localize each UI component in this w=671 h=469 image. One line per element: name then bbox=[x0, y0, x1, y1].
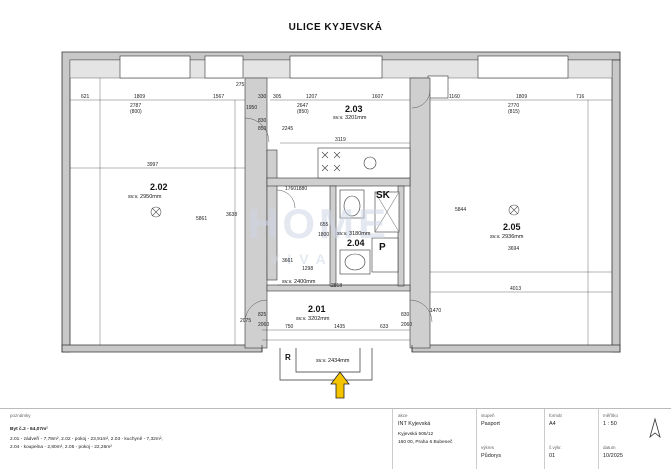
dim: 2787 (800) bbox=[130, 103, 142, 115]
dimension-lines bbox=[70, 78, 612, 345]
room-2-04-area: sv.v. 3180mm bbox=[337, 231, 371, 237]
stupen-label: stupeň bbox=[481, 413, 495, 418]
datum-value: 10/2025 bbox=[603, 453, 623, 459]
dim: 1435 bbox=[334, 324, 346, 330]
vykres-value: Půdorys bbox=[481, 453, 502, 459]
address-line-2: 160 00, Praha 6 Bubeneč bbox=[398, 440, 453, 445]
label-sv-2434: sv.v. 2434mm bbox=[316, 358, 350, 364]
dim: 3694 bbox=[508, 246, 520, 252]
entrance bbox=[261, 345, 413, 381]
dim: 825 bbox=[258, 312, 267, 318]
address-line-1: Kyjevská 505/12 bbox=[398, 432, 434, 437]
label-sk: SK bbox=[376, 190, 390, 201]
notes-label: poznámky bbox=[10, 413, 31, 418]
flat-title: Byt č.2 - 64,07m² bbox=[10, 427, 48, 432]
room-2-03-id: 2.03 bbox=[345, 104, 363, 114]
street-name: ULICE KYJEVSKÁ bbox=[288, 22, 383, 33]
room-2-01-id: 2.01 bbox=[308, 304, 326, 314]
rooms-line-2: 2.04 - koupelna - 2,80m², 2.05 - pokoj -… bbox=[10, 445, 112, 450]
windows-top bbox=[119, 55, 569, 99]
stupen-value: Pasport bbox=[481, 421, 500, 427]
dim: 3661 bbox=[282, 258, 294, 264]
room-2-02-area: sv.v. 2950mm bbox=[128, 194, 162, 200]
dim: 3638 bbox=[226, 212, 238, 218]
title-block: poznámky Byt č.2 - 64,07m² 2.01 - zádveř… bbox=[0, 408, 671, 469]
dim: 2647 (850) bbox=[297, 103, 309, 115]
dim: 1809 bbox=[134, 94, 146, 100]
dim: 2060 bbox=[401, 322, 413, 328]
entrance-arrow-icon bbox=[330, 371, 350, 399]
room-2-03-area: sv.v. 3201mm bbox=[333, 115, 367, 121]
format-value: A4 bbox=[549, 421, 556, 427]
dim: 4013 bbox=[510, 286, 522, 292]
door-swings bbox=[244, 89, 433, 323]
dim: 1298 bbox=[302, 266, 314, 272]
dim: 2245 bbox=[282, 126, 294, 132]
datum-label: datum bbox=[603, 445, 616, 450]
dim: 750 bbox=[285, 324, 294, 330]
room-markers bbox=[150, 204, 520, 218]
dim: 621 bbox=[81, 94, 90, 100]
vykres-label: výkres bbox=[481, 445, 495, 450]
dim: 5844 bbox=[455, 207, 467, 213]
dim: 850 bbox=[258, 126, 267, 132]
watermark-logo: HOME bbox=[248, 200, 390, 247]
akce-value: INT Kyjevská bbox=[398, 421, 431, 427]
rooms-line-1: 2.01 - zádveří - 7,78m², 2.02 - pokoj - … bbox=[10, 437, 163, 442]
dim: 1567 bbox=[213, 94, 225, 100]
dim: 2060 bbox=[258, 322, 270, 328]
label-p: P bbox=[379, 242, 386, 253]
floor-plan-drawing bbox=[61, 51, 621, 399]
dim: 1800 bbox=[318, 232, 330, 238]
dim: 330 bbox=[258, 94, 267, 100]
dim: 655 bbox=[320, 222, 329, 228]
dim: 3119 bbox=[335, 137, 346, 143]
dim: 1809 bbox=[516, 94, 528, 100]
dim: 305 bbox=[273, 94, 282, 100]
north-arrow-icon bbox=[649, 417, 661, 439]
meritko-value: 1 : 50 bbox=[603, 421, 617, 427]
dim: 1160 bbox=[449, 94, 460, 100]
room-2-05-id: 2.05 bbox=[503, 222, 521, 232]
dim: 275 bbox=[236, 82, 245, 88]
cislo-value: 01 bbox=[549, 453, 556, 459]
format-label: formát bbox=[549, 413, 562, 418]
label-sv-2400: sv.v. 2400mm bbox=[282, 279, 316, 285]
dim: 2818 bbox=[331, 283, 343, 289]
dim: 1470 bbox=[430, 308, 442, 314]
bathroom-fixtures bbox=[339, 189, 400, 275]
kitchen-counter bbox=[317, 147, 411, 179]
watermark-logo-sub: VIVA bbox=[270, 251, 334, 267]
dim: 1950 bbox=[246, 105, 258, 111]
room-2-01-area: sv.v. 3202mm bbox=[296, 316, 330, 322]
room-2-02-id: 2.02 bbox=[150, 182, 168, 192]
meritko-label: měřítko bbox=[603, 413, 619, 418]
dim: 2770 (815) bbox=[508, 103, 520, 115]
dim: 633 bbox=[380, 324, 389, 330]
dim: 3997 bbox=[147, 162, 159, 168]
dim: 830 bbox=[401, 312, 410, 318]
dim: 2075 bbox=[240, 318, 252, 324]
dim: 716 bbox=[576, 94, 585, 100]
dim: 5861 bbox=[196, 216, 208, 222]
room-2-05-area: sv.v. 2936mm bbox=[490, 234, 524, 240]
dim: 830 bbox=[258, 118, 267, 124]
dim: 1607 bbox=[372, 94, 384, 100]
label-r: R bbox=[285, 353, 291, 362]
cislo-label: č.výkr. bbox=[549, 445, 562, 450]
dim: 1760 bbox=[285, 186, 297, 192]
akce-label: akce bbox=[398, 413, 408, 418]
room-2-04-id: 2.04 bbox=[347, 238, 365, 248]
dim: 1880 bbox=[296, 186, 308, 192]
dim: 1207 bbox=[306, 94, 318, 100]
